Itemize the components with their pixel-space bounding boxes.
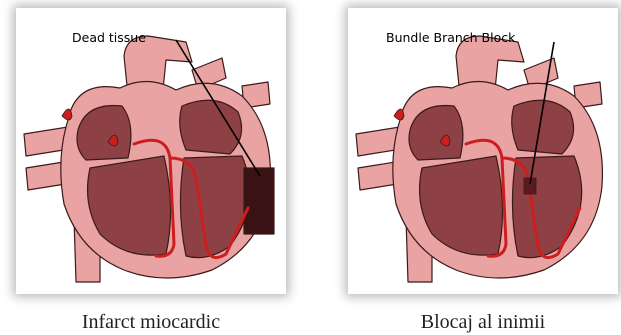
dead-tissue-label: Dead tissue [72,30,146,45]
infarct-caption: Infarct miocardic [1,311,301,334]
sa-node [394,109,404,120]
bundle-branch-caption: Blocaj al inimii [333,311,621,334]
heart-infarct-diagram [16,8,286,294]
infarct-panel: Dead tissue [16,8,286,294]
heart-bundle-branch-diagram [348,8,618,294]
dead-tissue-region [244,168,274,234]
bundle-branch-block-label: Bundle Branch Block [386,30,515,45]
sa-node [62,109,72,120]
bundle-branch-panel: Bundle Branch Block [348,8,618,294]
left-atrium [180,100,242,154]
